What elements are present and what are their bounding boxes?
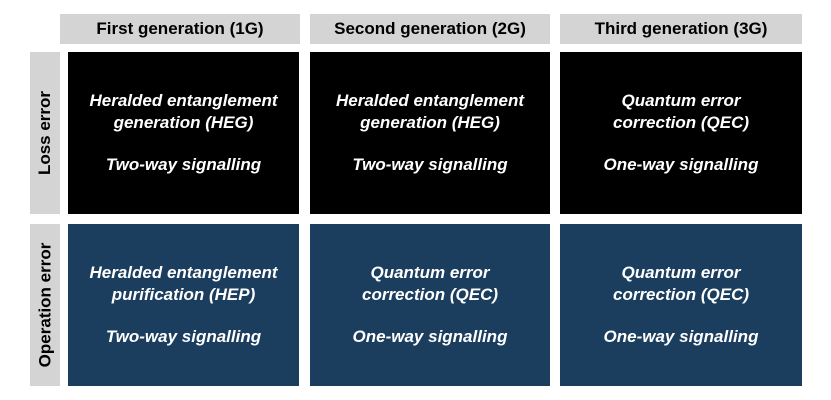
cell-signalling: One-way signalling <box>603 155 759 174</box>
cell-method: Heralded entanglement purification (HEP) <box>89 263 278 304</box>
cell-signalling: Two-way signalling <box>105 327 262 346</box>
cell-method: Heralded entanglement generation (HEG) <box>89 91 278 132</box>
cell-loss-2g: Heralded entanglement generation (HEG) T… <box>310 52 550 214</box>
column-header-1g: First generation (1G) <box>60 14 300 44</box>
cell-signalling: One-way signalling <box>352 327 508 346</box>
row-header-label: Loss error <box>35 90 54 176</box>
cell-method: Quantum error correction (QEC) <box>361 263 499 304</box>
cell-operation-1g: Heralded entanglement purification (HEP)… <box>68 224 299 386</box>
row-header-loss-error: Loss error <box>30 52 60 214</box>
cell-method: Quantum error correction (QEC) <box>612 91 750 132</box>
column-header-2g: Second generation (2G) <box>310 14 550 44</box>
cell-signalling: One-way signalling <box>603 327 759 346</box>
cell-loss-3g: Quantum error correction (QEC) One-way s… <box>560 52 802 214</box>
cell-signalling: Two-way signalling <box>105 155 262 174</box>
cell-signalling: Two-way signalling <box>352 155 508 174</box>
row-header-operation-error: Operation error <box>30 224 60 386</box>
cell-loss-1g: Heralded entanglement generation (HEG) T… <box>68 52 299 214</box>
cell-method: Quantum error correction (QEC) <box>612 263 750 304</box>
cell-operation-2g: Quantum error correction (QEC) One-way s… <box>310 224 550 386</box>
column-header-label: Second generation (2G) <box>334 19 526 38</box>
cell-method: Heralded entanglement generation (HEG) <box>336 91 524 132</box>
column-header-3g: Third generation (3G) <box>560 14 802 44</box>
column-header-label: First generation (1G) <box>96 19 264 38</box>
column-header-label: Third generation (3G) <box>594 19 768 38</box>
row-header-label: Operation error <box>35 242 55 368</box>
cell-operation-3g: Quantum error correction (QEC) One-way s… <box>560 224 802 386</box>
